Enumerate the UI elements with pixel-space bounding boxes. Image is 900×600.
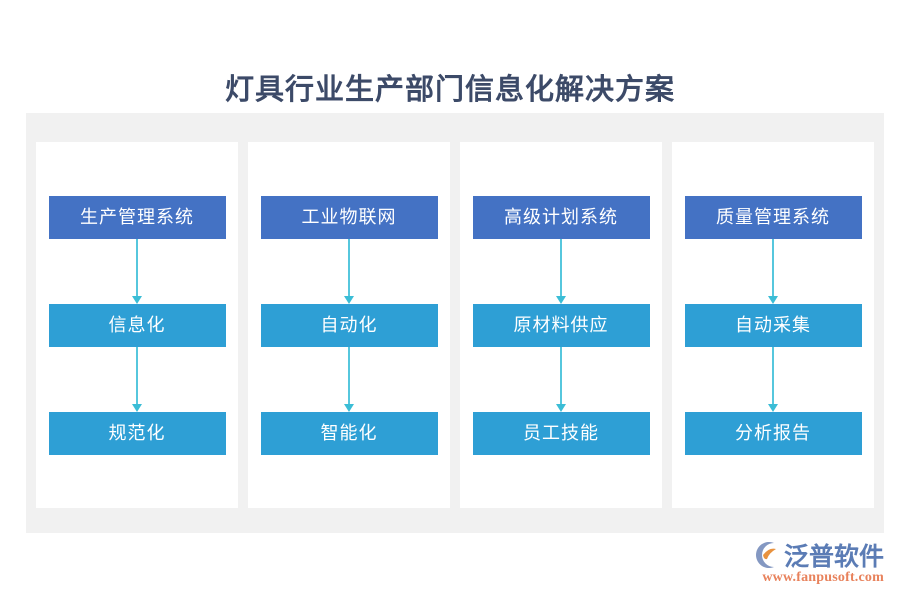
connector-arrow-down-icon [342,239,356,304]
brand-logo: 泛普软件 www.fanpusoft.com [752,538,884,590]
node-box[interactable]: 员工技能 [472,412,650,455]
node-box[interactable]: 信息化 [48,304,226,347]
node-box[interactable]: 高级计划系统 [472,196,650,239]
brand-name: 泛普软件 [784,544,885,571]
node-box[interactable]: 生产管理系统 [48,196,226,239]
node-box[interactable]: 分析报告 [684,412,862,455]
brand-url: www.fanpusoft.com [762,570,884,585]
connector-arrow-down-icon [130,239,144,304]
column-card-2: 工业物联网 自动化 智能化 [248,142,450,508]
connector-arrow-down-icon [766,347,780,412]
column-card-3: 高级计划系统 原材料供应 员工技能 [460,142,662,508]
page-title: 灯具行业生产部门信息化解决方案 [224,74,675,106]
node-box[interactable]: 自动化 [260,304,438,347]
connector-arrow-down-icon [342,347,356,412]
connector-arrow-down-icon [766,239,780,304]
column-card-1: 生产管理系统 信息化 规范化 [36,142,238,508]
connector-arrow-down-icon [130,347,144,412]
fanpu-arc-swoosh-icon [752,540,782,570]
node-box[interactable]: 质量管理系统 [684,196,862,239]
node-box[interactable]: 规范化 [48,412,226,455]
node-box[interactable]: 原材料供应 [472,304,650,347]
node-box[interactable]: 工业物联网 [260,196,438,239]
node-box[interactable]: 自动采集 [684,304,862,347]
connector-arrow-down-icon [554,347,568,412]
column-card-4: 质量管理系统 自动采集 分析报告 [672,142,874,508]
connector-arrow-down-icon [554,239,568,304]
diagram-columns: 生产管理系统 信息化 规范化 工业物联网 自动化 智能化 高级计划系统 原材料供… [36,142,874,508]
node-box[interactable]: 智能化 [260,412,438,455]
